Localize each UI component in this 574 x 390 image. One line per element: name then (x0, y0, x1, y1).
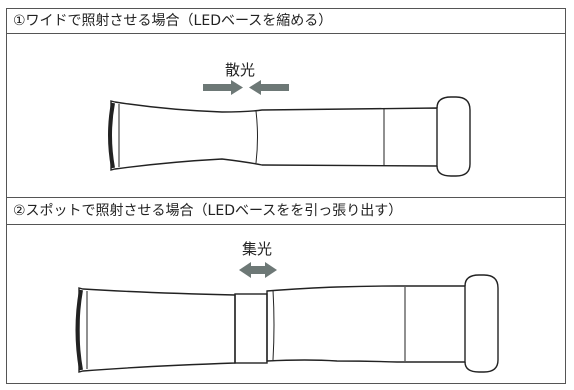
flashlight-spot-icon (75, 274, 499, 373)
inward-arrows-icon (203, 80, 289, 95)
flashlight-wide-icon (108, 96, 471, 177)
diagram-frame: ①ワイドで照射させる場合（LEDベースを縮める） 散光 ②スポットで照射させる場… (6, 8, 566, 384)
section-1-panel: 散光 (7, 34, 565, 197)
section-2-title: ②スポットで照射させる場合（LEDベースをを引っ張り出す） (7, 197, 565, 225)
section-1-title: ①ワイドで照射させる場合（LEDベースを縮める） (7, 9, 565, 34)
diffuse-light-label: 散光 (225, 61, 256, 79)
section-2-panel: 集光 (7, 225, 565, 383)
focused-light-label: 集光 (242, 240, 273, 258)
spot-flashlight-diagram (75, 262, 499, 373)
wide-flashlight-diagram (108, 80, 471, 177)
outward-arrows-icon (239, 262, 277, 278)
